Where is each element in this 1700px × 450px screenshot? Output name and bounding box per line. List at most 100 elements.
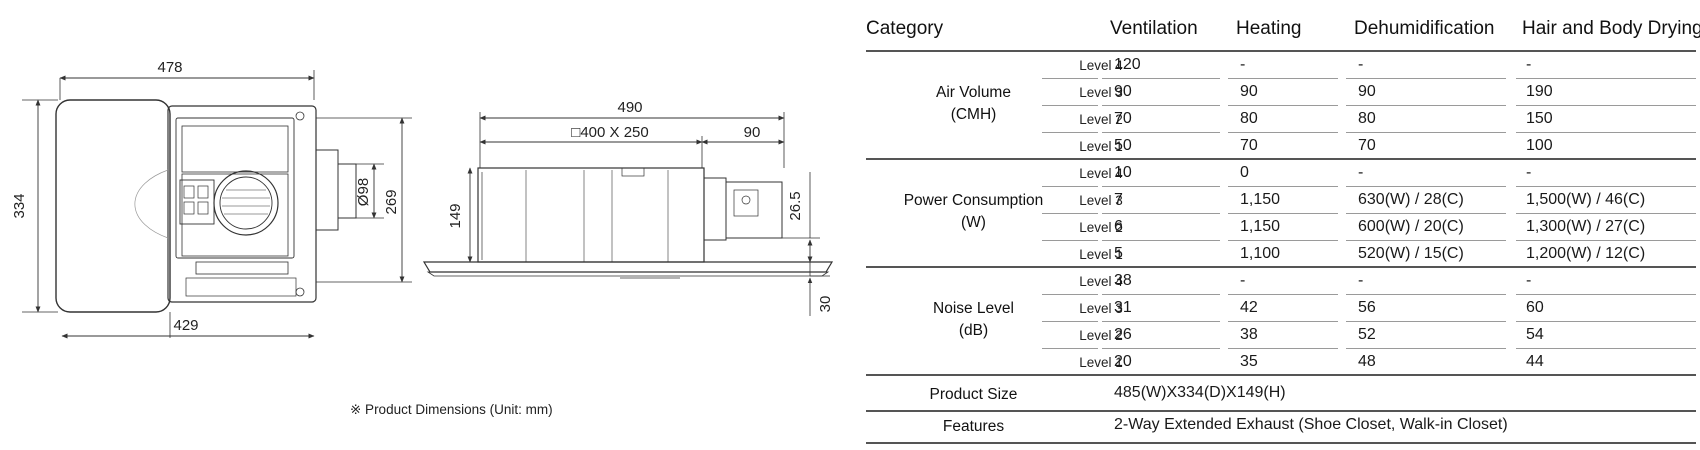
row-rule — [1346, 240, 1506, 241]
table-cell: 44 — [1526, 353, 1544, 370]
row-rule — [1516, 294, 1696, 295]
table-cell: - — [1526, 164, 1532, 181]
row-rule — [1516, 213, 1696, 214]
table-cell: 60 — [1526, 299, 1544, 316]
row-rule — [1516, 348, 1696, 349]
dim-depth: 334 — [11, 193, 28, 218]
group-label: Power Consumption (W) — [866, 190, 1081, 234]
table-cell: 80 — [1358, 110, 1376, 127]
table-cell: 50 — [1114, 137, 1132, 154]
dim-overall-length: 490 — [617, 99, 642, 116]
row-rule — [1042, 213, 1098, 214]
group-label-title: Power Consumption — [903, 192, 1044, 209]
group-rule — [866, 158, 1696, 160]
table-cell: 1,500(W) / 46(C) — [1526, 191, 1646, 208]
row-rule — [1346, 132, 1506, 133]
table-cell: 56 — [1358, 299, 1376, 316]
table-cell: 48 — [1358, 353, 1376, 370]
row-rule — [1042, 321, 1098, 322]
row-rule — [1228, 213, 1338, 214]
group-label-unit: (dB) — [958, 322, 989, 339]
table-cell: 70 — [1358, 137, 1376, 154]
row-rule — [1516, 78, 1696, 79]
table-cell: 38 — [1114, 272, 1132, 289]
table-cell: - — [1526, 272, 1532, 289]
row-rule — [1346, 105, 1506, 106]
table-cell: 20 — [1114, 353, 1132, 370]
table-cell: 1,100 — [1240, 245, 1281, 262]
table-cell: 150 — [1526, 110, 1553, 127]
table-cell: 70 — [1240, 137, 1258, 154]
dim-duct-diameter: Ø98 — [355, 178, 372, 206]
level-label: Level 3 — [1079, 301, 1123, 316]
row-rule — [1346, 186, 1506, 187]
row-rule — [1102, 78, 1220, 79]
group-label-title: Air Volume — [936, 84, 1011, 101]
row-rule — [1102, 294, 1220, 295]
row-rule — [1042, 105, 1098, 106]
group-label: Noise Level (dB) — [866, 298, 1081, 342]
specification-table: Category Ventilation Heating Dehumidific… — [866, 14, 1700, 448]
row-rule — [1228, 240, 1338, 241]
table-cell: 80 — [1240, 110, 1258, 127]
row-rule — [1042, 132, 1098, 133]
row-rule — [1042, 348, 1098, 349]
row-rule — [1102, 132, 1220, 133]
table-cell: 120 — [1114, 56, 1141, 73]
row-rule — [1346, 213, 1506, 214]
table-cell: - — [1358, 56, 1364, 73]
features-label: Features — [942, 418, 1005, 435]
table-cell: 31 — [1114, 299, 1132, 316]
level-label: Level 3 — [1079, 85, 1123, 100]
features-rule — [866, 442, 1696, 444]
row-rule — [1102, 105, 1220, 106]
row-rule — [1516, 321, 1696, 322]
table-cell: 0 — [1240, 164, 1249, 181]
level-label: Level 2 — [1079, 112, 1123, 127]
row-rule — [1102, 213, 1220, 214]
row-rule — [1102, 321, 1220, 322]
table-cell: - — [1526, 56, 1532, 73]
table-cell: 90 — [1240, 83, 1258, 100]
row-rule — [1516, 186, 1696, 187]
dimensions-note: ※ Product Dimensions (Unit: mm) — [350, 402, 553, 417]
table-cell: - — [1240, 56, 1246, 73]
row-rule — [1228, 186, 1338, 187]
group-label-title: Noise Level — [933, 300, 1014, 317]
dim-duct-depth: 269 — [383, 189, 400, 214]
level-label: Level 3 — [1079, 193, 1123, 208]
dim-width-bottom: 429 — [173, 317, 198, 334]
table-cell: 630(W) / 28(C) — [1358, 191, 1464, 208]
table-cell: 100 — [1526, 137, 1553, 154]
table-cell: 26 — [1114, 326, 1132, 343]
row-rule — [1228, 321, 1338, 322]
dim-duct-length: 90 — [744, 124, 761, 141]
header-rule — [866, 50, 1696, 52]
table-cell: 1,200(W) / 12(C) — [1526, 245, 1646, 262]
row-rule — [1042, 78, 1098, 79]
dim-body-height: 149 — [447, 203, 464, 228]
header-dehumidification: Dehumidification — [1354, 18, 1495, 39]
table-cell: 6 — [1114, 218, 1123, 235]
table-cell: 1,150 — [1240, 218, 1281, 235]
level-label: Level 2 — [1079, 328, 1123, 343]
group-label-unit: (W) — [961, 214, 986, 231]
row-rule — [1516, 240, 1696, 241]
row-rule — [1042, 240, 1098, 241]
table-cell: 52 — [1358, 326, 1376, 343]
row-rule — [1102, 240, 1220, 241]
table-cell: 35 — [1240, 353, 1258, 370]
table-cell: 190 — [1526, 83, 1553, 100]
row-rule — [1346, 294, 1506, 295]
product-size-rule — [866, 410, 1696, 412]
header-heating: Heating — [1236, 18, 1302, 39]
group-rule — [866, 266, 1696, 268]
table-cell: 10 — [1114, 164, 1132, 181]
dim-width-top: 478 — [157, 59, 182, 76]
table-cell: - — [1358, 272, 1364, 289]
level-label: Level 1 — [1079, 355, 1123, 370]
row-rule — [1346, 321, 1506, 322]
product-size-label: Product Size — [929, 386, 1018, 403]
side-view-drawing — [422, 112, 834, 316]
row-rule — [1228, 348, 1338, 349]
